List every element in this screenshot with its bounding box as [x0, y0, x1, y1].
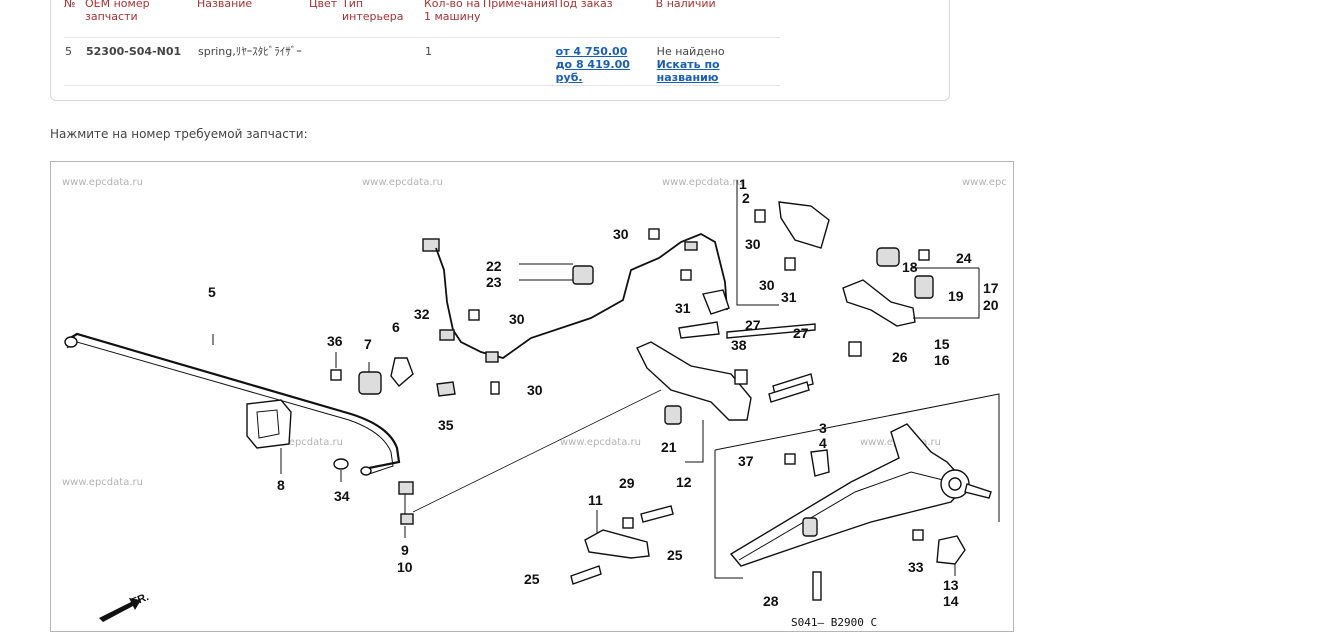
callout-34[interactable]: 34	[334, 488, 350, 504]
instruction-text: Нажмите на номер требуемой запчасти:	[50, 127, 308, 141]
watermark: www.epcdata.ru	[662, 177, 743, 188]
cell-stock: Не найдено Искать по названию	[655, 37, 780, 86]
callout-25[interactable]: 25	[524, 571, 540, 587]
cell-color	[309, 37, 342, 86]
watermark: www.epcdata.ru	[362, 177, 443, 188]
callout-25[interactable]: 25	[667, 547, 683, 563]
cell-oem: 52300-S04-N01	[85, 37, 197, 86]
cell-qty: 1	[424, 37, 483, 86]
col-header-oem: OEM номер запчасти	[85, 0, 197, 38]
cell-num: 5	[64, 37, 85, 86]
callout-26[interactable]: 26	[892, 349, 908, 365]
table-row: 5 52300-S04-N01 spring,ﾘﾔｰｽﾀﾋﾞﾗｲｻﾞｰ 1 от…	[64, 37, 780, 86]
bushing-drawing	[330, 352, 382, 482]
callout-3[interactable]: 3	[819, 420, 827, 436]
col-header-order: Под заказ	[554, 0, 656, 38]
callout-30[interactable]: 30	[613, 226, 629, 242]
parts-diagram-svg: www.epcdata.ru www.epcdata.ru www.epcdat…	[62, 176, 1007, 629]
callout-14[interactable]: 14	[943, 593, 959, 609]
stock-status: Не найдено	[656, 45, 725, 58]
callout-28[interactable]: 28	[763, 593, 779, 609]
cell-notes	[483, 37, 555, 86]
callout-24[interactable]: 24	[956, 250, 972, 266]
col-header-qty: Кол-во на 1 машину	[424, 0, 483, 38]
compensator-arm-drawing	[570, 505, 674, 585]
callout-20[interactable]: 20	[983, 297, 999, 313]
callout-10[interactable]: 10	[397, 559, 413, 575]
callout-1[interactable]: 1	[739, 176, 747, 192]
cell-name: spring,ﾘﾔｰｽﾀﾋﾞﾗｲｻﾞｰ	[197, 37, 309, 86]
watermark: www.epcdata.ru	[62, 477, 143, 488]
search-by-name-link[interactable]: Искать по названию	[656, 58, 720, 84]
callout-33[interactable]: 33	[908, 559, 924, 575]
callout-36[interactable]: 36	[327, 333, 343, 349]
callout-19[interactable]: 19	[948, 288, 964, 304]
search-results-panel: № OEM номер запчасти Название Цвет Тип и…	[50, 0, 950, 101]
callout-2[interactable]: 2	[742, 190, 750, 206]
callout-7[interactable]: 7	[364, 336, 372, 352]
callouts: 1 2 3 4 5 6 7 8 9 10 11 12 13 14 15 16 1…	[208, 176, 999, 609]
callout-12[interactable]: 12	[676, 474, 692, 490]
trailing-arm-drawing	[714, 393, 1000, 601]
col-header-color: Цвет	[309, 0, 342, 38]
callout-30[interactable]: 30	[527, 382, 543, 398]
lower-arm-drawing	[636, 321, 814, 463]
callout-29[interactable]: 29	[619, 475, 635, 491]
callout-18[interactable]: 18	[902, 259, 918, 275]
callout-27[interactable]: 27	[793, 325, 809, 341]
watermark: www.epcdata.ru	[62, 177, 143, 188]
callout-31[interactable]: 31	[781, 289, 797, 305]
watermark: www.epc	[962, 177, 1007, 188]
cell-interior	[342, 37, 424, 86]
callout-15[interactable]: 15	[934, 336, 950, 352]
col-header-interior: Тип интерьера	[342, 0, 424, 38]
front-arrow-icon: FR.	[99, 591, 151, 622]
callout-4[interactable]: 4	[819, 435, 827, 451]
upper-arm-drawing	[736, 180, 980, 357]
col-header-notes: Примечания	[483, 0, 555, 38]
callout-37[interactable]: 37	[738, 453, 754, 469]
callout-32[interactable]: 32	[414, 306, 430, 322]
callout-17[interactable]: 17	[983, 280, 999, 296]
callout-21[interactable]: 21	[661, 439, 677, 455]
callout-5[interactable]: 5	[208, 284, 216, 300]
callout-27[interactable]: 27	[745, 317, 761, 333]
col-header-num: №	[64, 0, 85, 38]
col-header-stock: В наличии	[655, 0, 780, 38]
table-header-row: № OEM номер запчасти Название Цвет Тип и…	[64, 0, 780, 38]
watermark: www.epcdata.ru	[560, 437, 641, 448]
callout-30[interactable]: 30	[745, 236, 761, 252]
callout-13[interactable]: 13	[943, 577, 959, 593]
callout-8[interactable]: 8	[277, 477, 285, 493]
price-from-link[interactable]: от 4 750.00	[555, 45, 628, 58]
bolts-drawing	[726, 323, 816, 403]
callout-6[interactable]: 6	[392, 319, 400, 335]
callout-22[interactable]: 22	[486, 258, 502, 274]
callout-35[interactable]: 35	[438, 417, 454, 433]
callout-38[interactable]: 38	[731, 337, 747, 353]
callout-30[interactable]: 30	[509, 311, 525, 327]
front-label: FR.	[130, 591, 151, 609]
price-to-link[interactable]: до 8 419.00 руб.	[555, 58, 630, 84]
abs-wire-drawing	[422, 228, 730, 397]
bracket-8-drawing	[246, 399, 292, 474]
parts-diagram: www.epcdata.ru www.epcdata.ru www.epcdat…	[50, 161, 1014, 632]
callout-9[interactable]: 9	[401, 542, 409, 558]
callout-31[interactable]: 31	[675, 300, 691, 316]
stabilizer-bar-drawing	[64, 332, 401, 476]
parts-table: № OEM номер запчасти Название Цвет Тип и…	[64, 0, 780, 86]
callout-11[interactable]: 11	[588, 492, 603, 508]
stabilizer-link-drawing	[390, 357, 662, 538]
cell-order: от 4 750.00 до 8 419.00 руб.	[554, 37, 656, 86]
callout-16[interactable]: 16	[934, 352, 950, 368]
callout-23[interactable]: 23	[486, 274, 502, 290]
watermark: www.epcdata.ru	[262, 437, 343, 448]
callout-30[interactable]: 30	[759, 277, 775, 293]
col-header-name: Название	[197, 0, 309, 38]
catalog-code: S041— B2900 C	[791, 616, 877, 629]
